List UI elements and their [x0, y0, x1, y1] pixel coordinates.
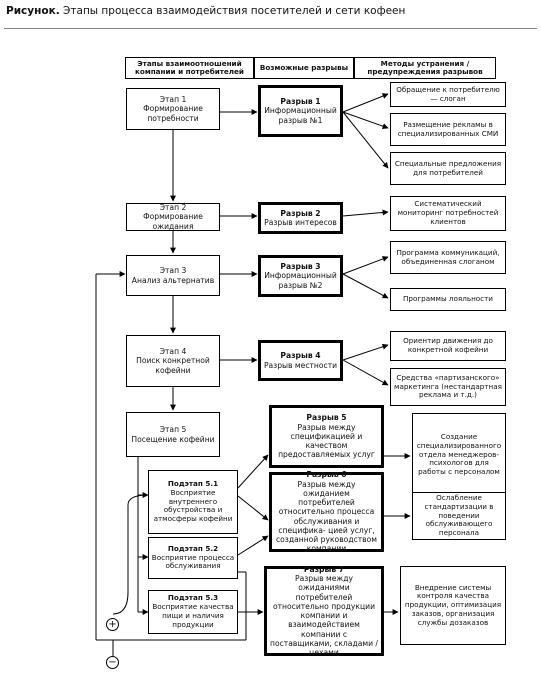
- stage-3-title: Этап 3: [159, 266, 187, 276]
- gap-4-title: Разрыв 4: [280, 351, 321, 361]
- arrow-gap3-to-method5: [342, 256, 389, 275]
- gap-6-title: Разрыв 6: [306, 470, 347, 480]
- method-2: Размещение рекламы в специализированных …: [390, 113, 506, 146]
- substage-5-3: Подэтап 5.3 Восприятие качества пищи и н…: [148, 590, 238, 634]
- stage-5: Этап 5 Посещение кофейни: [126, 412, 220, 457]
- gap-3-text: Информационный разрыв №2: [264, 271, 337, 290]
- substage-5-2: Подэтап 5.2 Восприятие процесса обслужив…: [148, 537, 238, 579]
- gap-6-text: Разрыв между ожиданием потребителей отно…: [275, 479, 378, 554]
- caption-divider: [4, 28, 537, 29]
- method-7: Ориентир движения до конкретной кофейни: [390, 331, 506, 361]
- stage-4-text: Поиск конкретной кофейни: [136, 356, 210, 375]
- arrow-gap1-to-method3: [342, 111, 389, 169]
- substage-5-1-title: Подэтап 5.1: [167, 479, 219, 489]
- stage-4: Этап 4 Поиск конкретной кофейни: [126, 335, 220, 387]
- gap-5-title: Разрыв 5: [306, 413, 347, 423]
- substage-5-1: Подэтап 5.1 Восприятие внутреннего обуст…: [148, 470, 238, 534]
- gap-3: Разрыв 3 Информационный разрыв №2: [258, 255, 343, 297]
- header-methods: Методы устранения / предупреждения разры…: [354, 57, 496, 79]
- method-5: Программа коммуникаций, объединенная сло…: [390, 241, 506, 274]
- arrow-gap4-to-method7: [342, 343, 389, 361]
- plus-sign: +: [106, 618, 119, 631]
- stage-2-text: Формирование ожидания: [143, 212, 203, 231]
- substage-5-2-text: Восприятие процесса обслуживания: [151, 552, 235, 571]
- minus-sign: −: [106, 656, 119, 669]
- method-4: Систематический мониторинг потребностей …: [390, 196, 506, 231]
- gap-1-title: Разрыв 1: [280, 97, 321, 107]
- substage-5-1-text: Восприятие внутреннего обустройства и ат…: [153, 487, 233, 524]
- gap-7: Разрыв 7 Разрыв между ожиданиями потреби…: [264, 564, 384, 657]
- gap-5: Разрыв 5 Разрыв между спецификацией и ка…: [269, 405, 384, 468]
- stage-5-text: Посещение кофейни: [131, 434, 215, 444]
- gap-2-title: Разрыв 2: [280, 208, 321, 218]
- figure-caption: Рисунок. Этапы процесса взаимодействия п…: [6, 5, 405, 17]
- method-9: Создание специализированного отдела мене…: [412, 413, 506, 497]
- arrow-sub52-to-gap6: [237, 535, 269, 556]
- method-8: Средства «партизанского» маркетинга (нес…: [390, 368, 506, 406]
- stage-1-title: Этап 1: [159, 95, 187, 105]
- gap-4-text: Разрыв местности: [263, 360, 338, 370]
- header-stages: Этапы взаимоотношений компании и потреби…: [125, 57, 254, 79]
- stage-1: Этап 1 Формирование потребности: [126, 88, 220, 130]
- substage-5-2-title: Подэтап 5.2: [167, 543, 219, 553]
- arrow-gap4-to-method8: [342, 359, 389, 386]
- substage-5-3-title: Подэтап 5.3: [167, 593, 219, 603]
- stage-4-title: Этап 4: [159, 347, 187, 357]
- stage-2: Этап 2 Формирование ожидания: [126, 203, 220, 231]
- arrow-sub51-to-gap6: [237, 495, 269, 521]
- stage-2-title: Этап 2: [159, 203, 187, 213]
- gap-2-text: Разрыв интересов: [264, 218, 337, 227]
- gap-5-text: Разрыв между спецификацией и качеством п…: [278, 422, 375, 460]
- stage-3-text: Анализ альтернатив: [131, 275, 215, 285]
- method-11: Внедрение системы контроля качества прод…: [400, 566, 506, 645]
- arrow-gap3-to-method6: [342, 273, 389, 299]
- stage-1-text: Формирование потребности: [143, 104, 203, 123]
- arrow-gap1-to-method2: [342, 111, 389, 130]
- gap-6: Разрыв 6 Разрыв между ожиданием потребит…: [269, 470, 384, 554]
- gap-1-text: Информационный разрыв №1: [264, 106, 337, 125]
- method-6: Программы лояльности: [390, 288, 506, 311]
- gap-2: Разрыв 2 Разрыв интересов: [258, 202, 343, 234]
- method-10: Ослабление стандартизации в поведении об…: [412, 492, 506, 540]
- feedback-bracket: [112, 494, 149, 615]
- caption-text: Этапы процесса взаимодействия посетителе…: [59, 5, 406, 17]
- substage-5-3-text: Восприятие качества пищи и наличия проду…: [152, 602, 234, 629]
- gap-7-title: Разрыв 7: [303, 564, 345, 574]
- arrow-gap1-to-method1: [342, 93, 389, 113]
- arrow-gap2-to-method4: [342, 209, 389, 217]
- gap-3-title: Разрыв 3: [280, 262, 321, 272]
- caption-prefix: Рисунок.: [6, 5, 60, 17]
- method-3: Специальные предложения для потребителей: [390, 152, 506, 185]
- method-1: Обращение к потребителю — слоган: [390, 82, 506, 107]
- arrow-sub51-to-gap5: [237, 454, 269, 489]
- gap-7-text: Разрыв между ожиданиями потребителей отн…: [270, 574, 378, 657]
- gap-4: Разрыв 4 Разрыв местности: [258, 340, 343, 381]
- header-gaps: Возможные разрывы: [254, 57, 354, 79]
- stage-3: Этап 3 Анализ альтернатив: [126, 255, 220, 296]
- gap-1: Разрыв 1 Информационный разрыв №1: [258, 85, 343, 137]
- stage-5-title: Этап 5: [159, 425, 187, 435]
